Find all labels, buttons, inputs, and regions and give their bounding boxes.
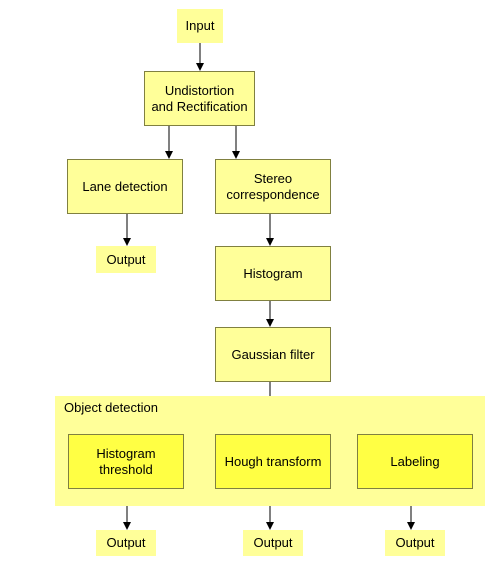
labeling-output-label: Output bbox=[385, 530, 445, 556]
histogram-threshold-box: Histogram threshold bbox=[68, 434, 184, 489]
stereo-correspondence-box: Stereo correspondence bbox=[215, 159, 331, 214]
input-label: Input bbox=[177, 9, 223, 43]
gaussian-filter-box: Gaussian filter bbox=[215, 327, 331, 382]
labeling-box: Labeling bbox=[357, 434, 473, 489]
hough-output-label: Output bbox=[243, 530, 303, 556]
threshold-output-label: Output bbox=[96, 530, 156, 556]
undistortion-rectification-box: Undistortion and Rectification bbox=[144, 71, 255, 126]
lane-output-label: Output bbox=[96, 246, 156, 273]
lane-detection-box: Lane detection bbox=[67, 159, 183, 214]
object-detection-title: Object detection bbox=[64, 400, 158, 415]
histogram-box: Histogram bbox=[215, 246, 331, 301]
hough-transform-box: Hough transform bbox=[215, 434, 331, 489]
